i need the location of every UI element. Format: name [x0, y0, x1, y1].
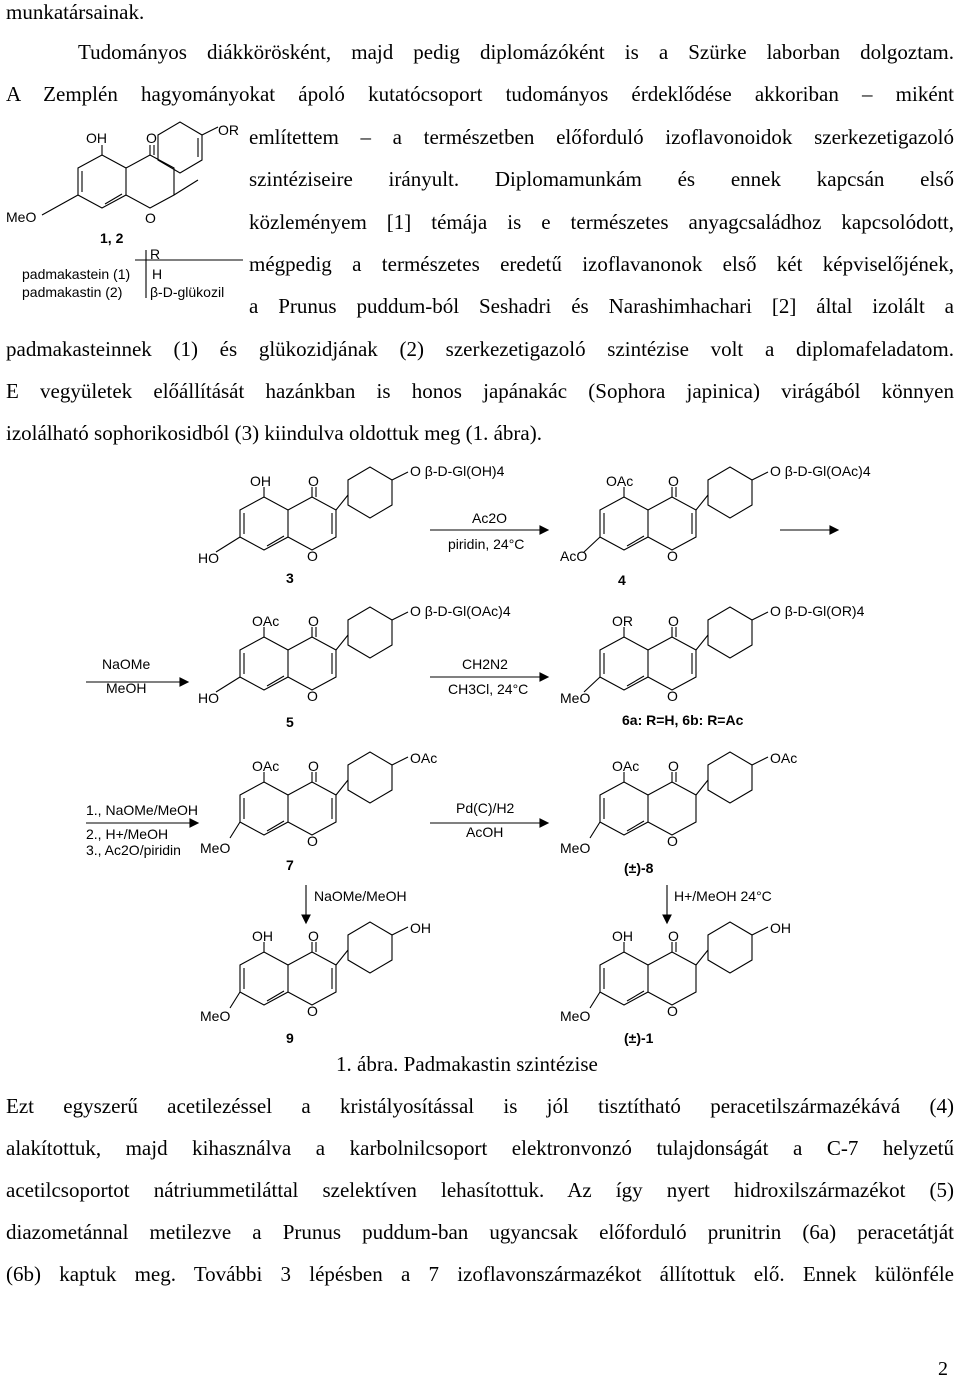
c4-oac: OAc	[606, 473, 634, 489]
inset-compound-label: 1, 2	[100, 230, 124, 246]
reagent-h-meoh: H+/MeOH 24°C	[674, 888, 772, 904]
c3-o: O	[308, 473, 319, 489]
c1-ring-o: O	[667, 1003, 678, 1019]
text-line: a Prunus puddum-ból Seshadri és Narashim…	[249, 294, 954, 318]
reagent-step2: 2., H+/MeOH	[86, 826, 169, 842]
c4-o: O	[668, 473, 679, 489]
text-line: padmakasteinnek (1) és glükozidjának (2)…	[6, 337, 954, 361]
c9-meo: MeO	[200, 1008, 231, 1024]
c3-ho: HO	[198, 550, 219, 566]
c8-ring-o: O	[667, 833, 678, 849]
c5-substituent: O β-D-Gl(OAc)4	[410, 603, 511, 619]
inset-row2-r: β-D-glükozil	[150, 284, 225, 300]
inset-row2-name: padmakastin (2)	[22, 284, 123, 300]
c7-number: 7	[286, 857, 294, 873]
c7-ring-o: O	[307, 833, 318, 849]
c6-o: O	[668, 613, 679, 629]
c9-ring-o: O	[307, 1003, 318, 1019]
text-line: diazometánnal metilezve a Prunus puddum-…	[6, 1220, 954, 1244]
text-line: munkatársainak.	[6, 0, 145, 24]
text-line: közleményem [1] témája is e természetes …	[249, 210, 954, 234]
reagent-ac2o: Ac2O	[472, 510, 508, 526]
inset-keto-o-label: O	[146, 130, 157, 146]
inset-row1-name: padmakastein (1)	[22, 266, 131, 282]
c3-number: 3	[286, 570, 294, 586]
c9-oh: OH	[252, 928, 273, 944]
c5-o: O	[308, 613, 319, 629]
c5-ho: HO	[198, 690, 219, 706]
inset-row1-r: H	[152, 266, 163, 282]
text-line: mégpedig a természetes eredetű izoflavan…	[249, 252, 954, 276]
c4-substituent: O β-D-Gl(OAc)4	[770, 463, 871, 479]
text-line: Ezt egyszerű acetilezéssel a kristályosí…	[6, 1094, 954, 1118]
reagent-pdc-h2: Pd(C)/H2	[456, 800, 515, 816]
inset-or-label: OR	[218, 122, 239, 138]
text-line: említettem – a természetben előforduló i…	[249, 125, 954, 149]
reagent-meoh: MeOH	[106, 680, 147, 696]
c1-number: (±)-1	[624, 1030, 654, 1046]
reagent-step3: 3., Ac2O/piridin	[86, 842, 181, 858]
c5-oac: OAc	[252, 613, 280, 629]
c9-number: 9	[286, 1030, 294, 1046]
c1-o: O	[668, 928, 679, 944]
text-line: acetilcsoportot nátriummetiláttal szelek…	[6, 1178, 954, 1202]
c4-ring-o: O	[667, 548, 678, 564]
c3-oh: OH	[250, 473, 271, 489]
c5-number: 5	[286, 714, 294, 730]
inset-ring-o-label: O	[145, 210, 156, 226]
c4-aco: AcO	[560, 548, 588, 564]
inset-meo-label: MeO	[6, 209, 37, 225]
text-line: alakítottuk, majd kihasználva a karbolni…	[6, 1136, 954, 1160]
c8-number: (±)-8	[624, 860, 654, 876]
c8-substituent: OAc	[770, 750, 798, 766]
reagent-naome: NaOMe	[102, 656, 151, 672]
c7-o: O	[308, 758, 319, 774]
reagent-naome-meoh: NaOMe/MeOH	[314, 888, 407, 904]
c6-or: OR	[612, 613, 633, 629]
c6-substituent: O β-D-Gl(OR)4	[770, 603, 865, 619]
c7-meo: MeO	[200, 840, 231, 856]
text-line: A Zemplén hagyományokat ápoló kutatócsop…	[6, 82, 954, 106]
c8-o: O	[668, 758, 679, 774]
text-line: Tudományos diákkörösként, majd pedig dip…	[78, 40, 954, 64]
text-line: (6b) kaptuk meg. További 3 lépésben a 7 …	[6, 1262, 954, 1286]
reagent-acoh: AcOH	[466, 824, 504, 840]
inset-oh-label: OH	[86, 130, 107, 146]
c1-oh: OH	[612, 928, 633, 944]
text-line: E vegyületek előállítását hazánkban is h…	[6, 379, 954, 403]
c9-substituent: OH	[410, 920, 431, 936]
c6-meo: MeO	[560, 690, 591, 706]
reagent-ch2n2: CH2N2	[462, 656, 508, 672]
c4-number: 4	[618, 572, 626, 588]
figure-caption: 1. ábra. Padmakastin szintézise	[336, 1052, 598, 1076]
conditions-ch3cl: CH3Cl, 24°C	[448, 681, 529, 697]
inset-r-header: R	[150, 246, 161, 262]
text-line: szintéziseire irányult. Diplomamunkám és…	[249, 167, 954, 191]
c3-substituent: O β-D-Gl(OH)4	[410, 463, 505, 479]
c3-ring-o: O	[307, 548, 318, 564]
c8-meo: MeO	[560, 840, 591, 856]
conditions-pyridine: piridin, 24°C	[448, 536, 525, 552]
c5-ring-o: O	[307, 688, 318, 704]
c6-ring-o: O	[667, 688, 678, 704]
c6-number: 6a: R=H, 6b: R=Ac	[622, 712, 744, 728]
c8-oac: OAc	[612, 758, 640, 774]
c1-meo: MeO	[560, 1008, 591, 1024]
c7-substituent: OAc	[410, 750, 438, 766]
text-line: izolálható sophorikosidból (3) kiindulva…	[6, 421, 542, 445]
c1-substituent: OH	[770, 920, 791, 936]
reagent-step1: 1., NaOMe/MeOH	[86, 802, 199, 818]
c9-o: O	[308, 928, 319, 944]
c7-oac: OAc	[252, 758, 280, 774]
page-number: 2	[938, 1358, 948, 1380]
